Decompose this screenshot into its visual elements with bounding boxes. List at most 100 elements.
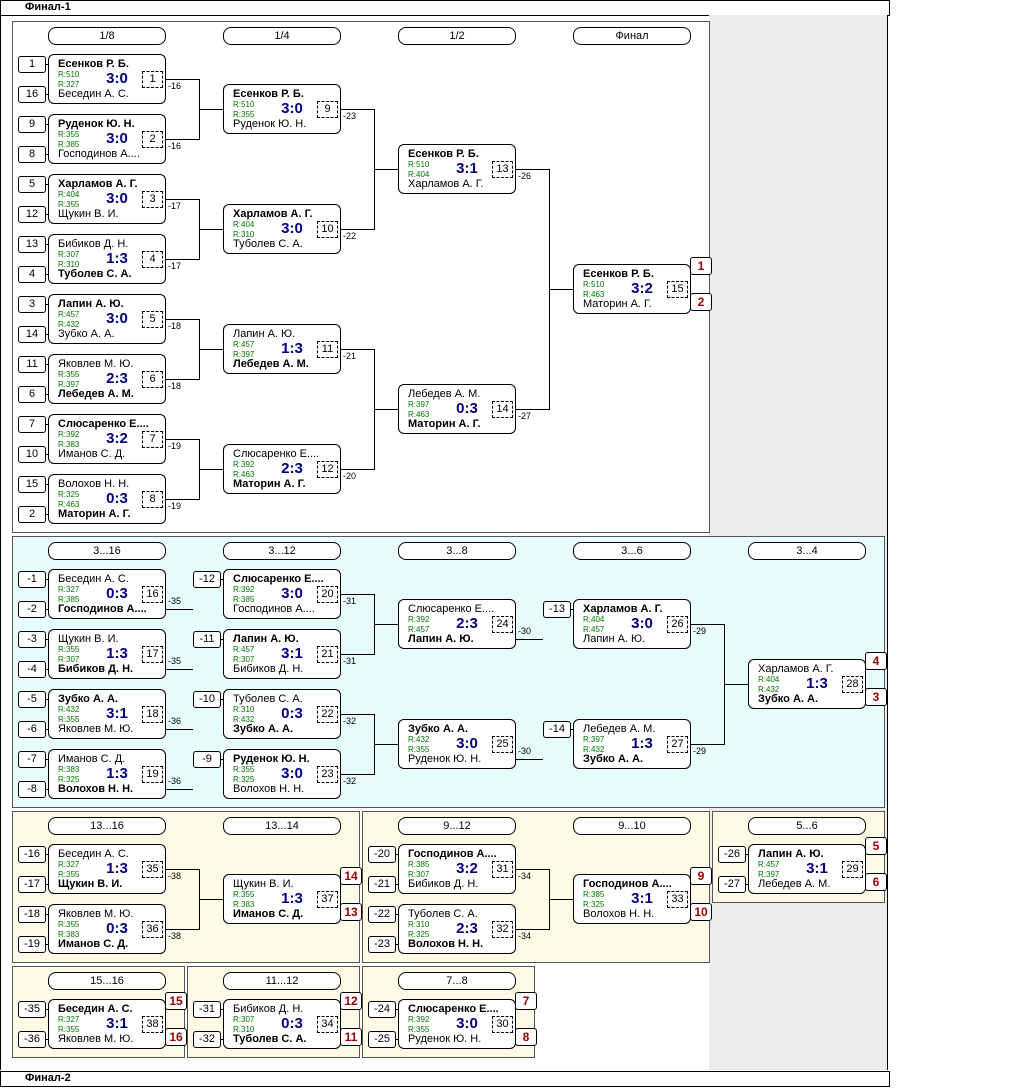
bracket-line — [199, 469, 223, 470]
match-number: 9 — [317, 101, 338, 118]
match-number: 14 — [492, 401, 513, 418]
bracket-line — [166, 199, 199, 200]
player-2-name: Лебедев А. М. — [58, 388, 134, 400]
round-label-r18[interactable]: 1/8 — [48, 27, 166, 45]
round-label-r912[interactable]: 9...12 — [398, 817, 516, 835]
player-1-rating: R:392 — [58, 430, 80, 439]
player-2-name: Иманов С. Д. — [58, 448, 126, 460]
bracket-line — [166, 669, 193, 670]
round-label-r14[interactable]: 1/4 — [223, 27, 341, 45]
round-label-r12[interactable]: 1/2 — [398, 27, 516, 45]
bracket-line — [166, 139, 199, 140]
match-score: 3:0 — [281, 100, 303, 117]
connector — [570, 609, 573, 610]
round-label-r38[interactable]: 3...8 — [398, 542, 516, 560]
player-2-rating: R:457 — [408, 625, 430, 634]
round-label-r34[interactable]: 3...4 — [748, 542, 866, 560]
round-label-r312[interactable]: 3...12 — [223, 542, 341, 560]
player-2-rating: R:355 — [58, 1025, 80, 1034]
connector — [45, 914, 48, 915]
player-2-rating: R:355 — [233, 110, 255, 119]
connector — [45, 789, 48, 790]
round-label-r1316[interactable]: 13...16 — [48, 817, 166, 835]
round-label-r56[interactable]: 5...6 — [748, 817, 866, 835]
round-label-r910[interactable]: 9...10 — [573, 817, 691, 835]
player-2-rating: R:383 — [58, 440, 80, 449]
match-score: 2:3 — [281, 460, 303, 477]
final1-header[interactable]: Финал-1 — [0, 0, 890, 16]
match-score: 3:0 — [106, 310, 128, 327]
round-label-r1314[interactable]: 13...14 — [223, 817, 341, 835]
seed-bottom: 16 — [18, 86, 46, 103]
player-2-rating: R:355 — [58, 870, 80, 879]
player-1-rating: R:397 — [408, 400, 430, 409]
seed-bottom: 10 — [18, 446, 46, 463]
loser-destination-label: -20 — [343, 471, 357, 481]
match-score: 3:0 — [106, 190, 128, 207]
bracket-line — [691, 624, 724, 625]
player-1-rating: R:404 — [58, 190, 80, 199]
player-2-rating: R:355 — [58, 200, 80, 209]
round-label-r316[interactable]: 3...16 — [48, 542, 166, 560]
seed-bottom: -23 — [368, 936, 396, 953]
player-2-rating: R:397 — [233, 350, 255, 359]
player-2-rating: R:355 — [408, 745, 430, 754]
round-label-r1112[interactable]: 11...12 — [223, 972, 341, 990]
player-1-name: Бибиков Д. Н. — [233, 1003, 304, 1015]
match-number: 7 — [142, 431, 163, 448]
connector — [45, 244, 48, 245]
round-label-r36[interactable]: 3...6 — [573, 542, 691, 560]
seed-bottom: 2 — [18, 506, 46, 523]
seed-bottom: -27 — [718, 876, 746, 893]
round-label-r78[interactable]: 7...8 — [398, 972, 516, 990]
final2-header[interactable]: Финал-2 — [0, 1071, 890, 1087]
connector — [45, 394, 48, 395]
player-2-name: Беседин А. С. — [58, 88, 129, 100]
round-label-r1516[interactable]: 15...16 — [48, 972, 166, 990]
player-1-name: Харламов А. Г. — [58, 178, 138, 190]
match-number: 16 — [142, 586, 163, 603]
seed-top: -14 — [543, 721, 571, 738]
connector — [45, 364, 48, 365]
round-label-rF[interactable]: Финал — [573, 27, 691, 45]
player-2-name: Волохов Н. Н. — [233, 783, 305, 795]
